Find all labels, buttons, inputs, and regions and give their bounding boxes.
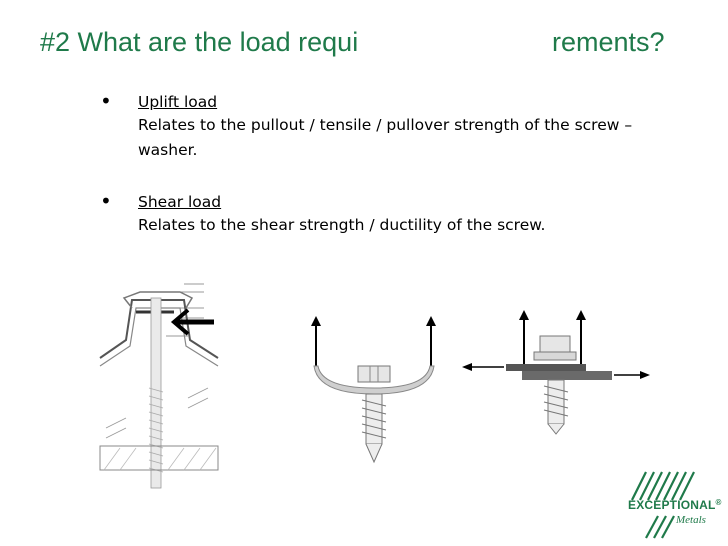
exceptional-metals-logo: EXCEPTIONAL® Metals [618,466,721,542]
bullet-uplift-load: • Uplift load Relates to the pullout / t… [100,89,680,163]
roof-section-drawing [96,278,221,493]
uplift-load-drawing [311,316,436,464]
bullet-body: Relates to the pullout / tensile / pullo… [138,116,633,159]
title-part-2: rements? [552,27,665,57]
bullet-dot-icon: • [100,89,112,113]
bullet-body: Relates to the shear strength / ductilit… [138,216,546,234]
bullet-heading: Shear load [138,193,222,211]
bullet-dot-icon: • [100,189,112,213]
title-part-1: #2 What are the load requi [40,27,359,57]
logo-wordmark: EXCEPTIONAL® [628,498,722,512]
bullet-heading: Uplift load [138,93,218,111]
logo-mark-icon [631,471,695,539]
logo-subtitle: Metals [676,514,706,526]
bullet-list: • Uplift load Relates to the pullout / t… [100,89,680,267]
bullet-shear-load: • Shear load Relates to the shear streng… [100,189,680,238]
slide-title: #2 What are the load requi rements? [40,27,700,67]
shear-load-drawing [462,310,650,435]
